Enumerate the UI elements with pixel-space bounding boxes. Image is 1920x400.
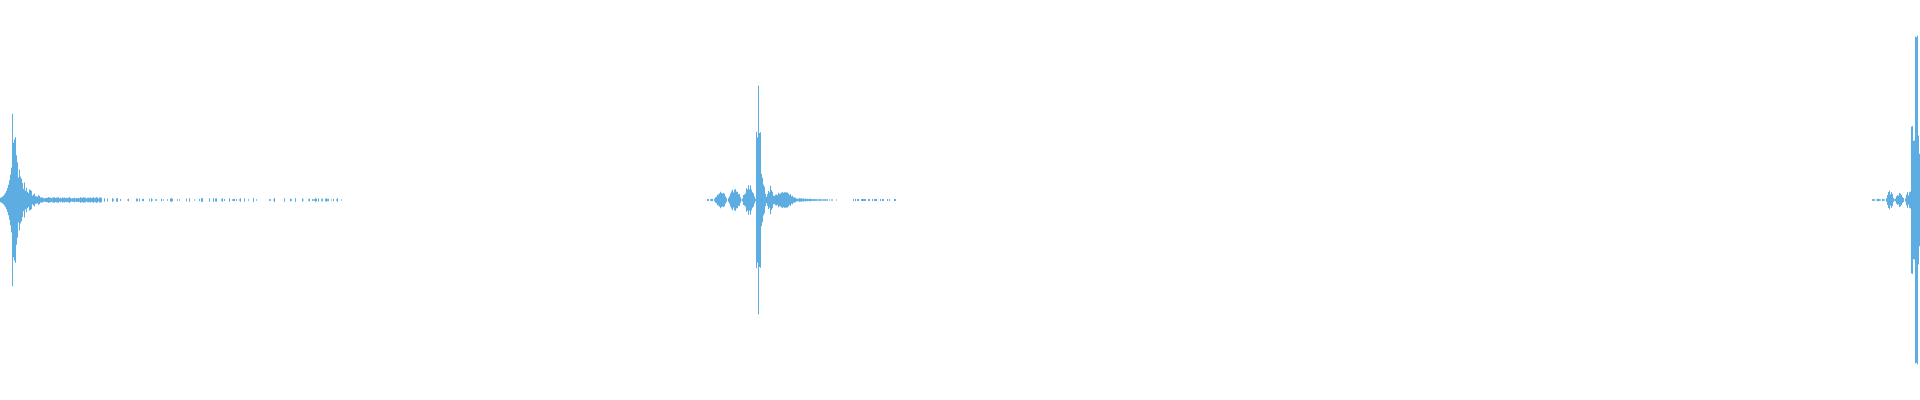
waveform-layer bbox=[0, 35, 1920, 365]
waveform-burst-2 bbox=[707, 85, 896, 315]
waveform-burst-1 bbox=[0, 113, 342, 287]
waveform-burst-3 bbox=[1872, 35, 1920, 365]
